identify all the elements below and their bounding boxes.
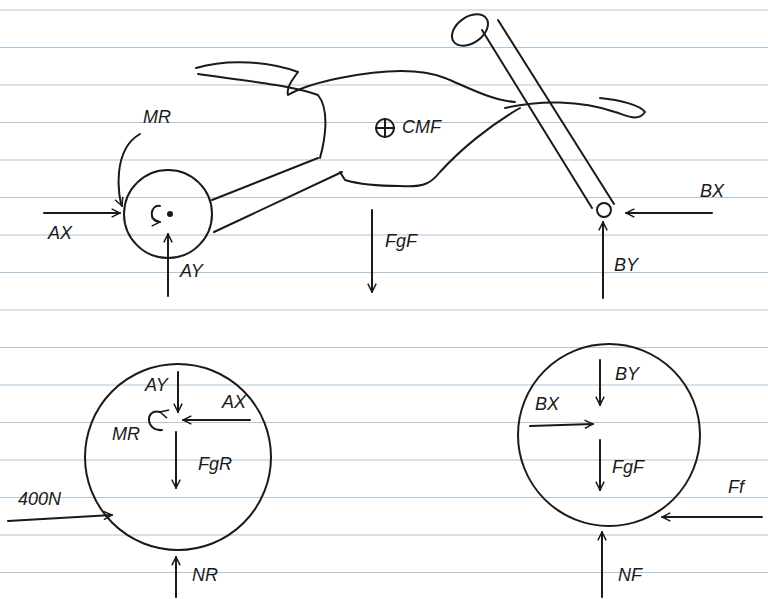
paper-rule — [0, 572, 768, 573]
force-arrow — [183, 419, 250, 421]
force-arrow — [626, 212, 712, 214]
paper-rule — [0, 47, 768, 48]
force-label: FgF — [612, 458, 644, 476]
swingarm-line — [212, 158, 318, 200]
force-arrow — [167, 234, 169, 296]
wheel-outline — [83, 362, 273, 552]
fork-line — [498, 20, 614, 204]
paper-rule — [0, 84, 768, 85]
force-label: CMF — [402, 118, 441, 136]
body-outline — [198, 74, 325, 158]
moment-arc — [149, 412, 162, 431]
force-arrow — [602, 222, 604, 298]
paper-rule — [0, 9, 768, 10]
force-label: 400N — [18, 490, 61, 508]
force-arrow — [662, 516, 762, 518]
center-of-mass-symbol — [376, 119, 394, 137]
force-arrow — [8, 515, 112, 521]
front-axle — [597, 203, 611, 217]
force-label: AX — [222, 393, 246, 411]
force-label: NF — [618, 566, 642, 584]
paper-rule — [0, 159, 768, 160]
center-of-mass-symbol — [376, 119, 394, 137]
force-arrow — [601, 532, 603, 597]
paper-rule — [0, 497, 768, 498]
fork-line — [482, 30, 592, 208]
force-arrow — [599, 440, 601, 490]
paper-rule — [0, 534, 768, 535]
force-label: MR — [143, 108, 171, 126]
wheel-circle — [85, 364, 271, 550]
force-label: FgF — [385, 232, 417, 250]
force-arrow — [175, 432, 177, 488]
force-arrow — [371, 210, 373, 292]
force-label: BY — [615, 365, 639, 383]
paper-rule — [0, 309, 768, 310]
paper-rule — [0, 197, 768, 198]
moment-leader — [119, 134, 140, 206]
force-label: AY — [145, 376, 168, 394]
body-outline — [196, 62, 515, 102]
paper-rule — [0, 384, 768, 385]
force-label: NR — [192, 566, 218, 584]
force-label: AX — [48, 224, 72, 242]
force-label: BX — [535, 395, 559, 413]
moment-arc — [152, 206, 160, 222]
wheel-outline — [516, 342, 702, 528]
wheel-free-body: BY BX FgF — [516, 342, 702, 528]
swingarm-line — [214, 172, 342, 232]
wheel-free-body: AY AX MR FgR — [83, 362, 273, 552]
paper-rule — [0, 272, 768, 273]
paper-rule — [0, 422, 768, 423]
paper-rule — [0, 459, 768, 460]
rear-axle-dot — [168, 212, 172, 216]
force-arrow — [175, 557, 177, 597]
wheel-circle — [518, 344, 700, 526]
paper-rule — [0, 234, 768, 235]
force-arrow — [599, 360, 601, 405]
force-label: AY — [180, 262, 203, 280]
force-label: BX — [700, 182, 724, 200]
force-label: FgR — [198, 455, 232, 473]
force-arrow — [530, 424, 593, 426]
paper-rule — [0, 347, 768, 348]
force-arrow — [177, 372, 179, 412]
handlebar — [446, 8, 494, 52]
body-outline — [340, 108, 520, 186]
force-label: MR — [112, 425, 140, 443]
force-label: Ff — [728, 478, 744, 496]
force-arrow — [44, 212, 120, 214]
force-label: BY — [614, 256, 638, 274]
